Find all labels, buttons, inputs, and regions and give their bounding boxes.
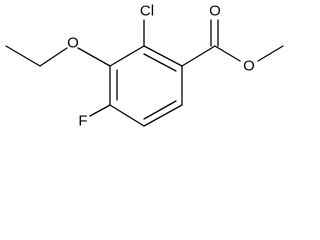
ring-bond	[109, 45, 145, 67]
ring-double-bond-inner	[143, 100, 177, 120]
ring-carbonyl-bond	[181, 45, 216, 67]
ether-oxygen-label: O	[67, 35, 79, 52]
benzene-ring	[109, 45, 183, 127]
o-ch2-bond	[39, 47, 68, 67]
chlorine-label: Cl	[140, 3, 154, 20]
ring-bond	[109, 104, 145, 127]
fluorine-label: F	[78, 113, 87, 130]
c-o-ether-bond	[77, 47, 111, 67]
ester-methyl-bond	[257, 45, 284, 62]
ring-bond	[143, 45, 183, 67]
c-f-bond	[89, 104, 111, 117]
chemical-structure: Cl O F O O	[5, 3, 284, 130]
carbonyl-oxygen-label: O	[209, 3, 221, 20]
carbonyl-ester-oxygen-bond	[214, 45, 241, 62]
ch2-ch3-bond	[5, 45, 41, 67]
ring-double-bond-inner	[143, 53, 177, 72]
ring-bond	[143, 104, 183, 127]
ester-oxygen-label: O	[243, 58, 255, 75]
